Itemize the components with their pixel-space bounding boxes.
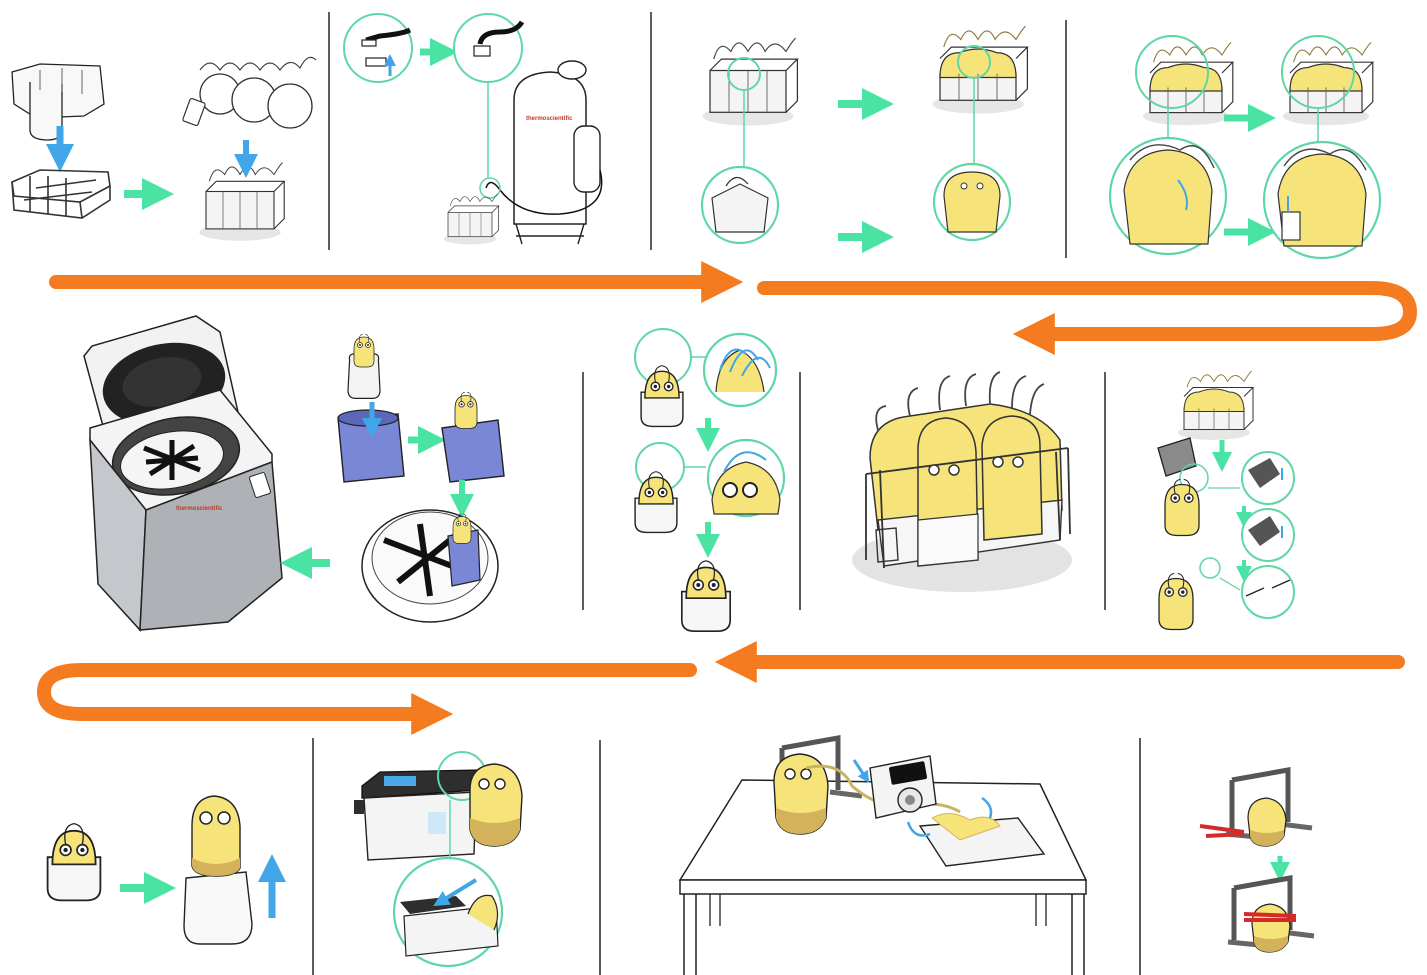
rack-with-bags-icon (444, 194, 499, 245)
bag-icon (1252, 904, 1290, 952)
panel-load-buckets-centrifuge: thermoscientific (84, 316, 504, 630)
heat-sealer-icon (1158, 438, 1196, 476)
panel-filled-bag-rack (852, 372, 1072, 592)
centrifuge-icon: thermoscientific (84, 316, 282, 630)
flow-arrow-row2-to-row3 (44, 670, 690, 714)
clamp-icon (1244, 914, 1296, 920)
rack-with-bags-icon (702, 38, 797, 125)
panel-fold-tubing (635, 329, 784, 631)
bag-icon (470, 764, 522, 846)
zoom-circle-icon (1200, 558, 1220, 578)
zoom-circle-icon (1242, 566, 1294, 618)
filled-bags-icon (1178, 371, 1253, 440)
panel-fill-bags (702, 26, 1027, 243)
panel-clamp-and-finish (1200, 770, 1314, 952)
bag-icon (184, 796, 252, 944)
rack-with-filled-bags-icon (932, 26, 1027, 113)
bag-icon (182, 57, 316, 128)
bag-icon (682, 561, 730, 631)
brand-label: thermoscientific (526, 116, 573, 122)
bioreactor-tank-icon: thermoscientific (514, 61, 600, 244)
zoom-circle-icon (344, 14, 412, 82)
panel-clamp-and-label (1110, 36, 1380, 258)
panel-seal-tubing (1158, 371, 1294, 630)
panel-pump-transfer (680, 738, 1086, 975)
rack-with-bags-icon (199, 163, 284, 241)
rack-with-filled-bags-icon (866, 372, 1070, 568)
flow-arrow-row1-to-row2 (764, 288, 1410, 334)
rotor-icon (362, 510, 498, 622)
panel-connect-to-bioreactor: thermoscientific (344, 14, 602, 244)
label-tag-icon (1282, 212, 1300, 240)
bucket-icon (442, 392, 504, 482)
bag-icon (1248, 798, 1286, 846)
rack-icon (12, 170, 110, 218)
filled-bags-icon (1283, 42, 1373, 125)
bag-icon (48, 824, 101, 901)
panel-transfer-to-cooler (354, 752, 522, 966)
brand-label: thermoscientific (176, 506, 223, 512)
bag-icon (1159, 573, 1193, 629)
bag-icon (1165, 479, 1199, 535)
zoom-circle-icon (480, 178, 500, 198)
filled-bags-icon (1143, 42, 1233, 125)
bag-icon (641, 366, 683, 427)
panel-bags-into-rack (12, 57, 316, 240)
cooler-box-icon (354, 770, 478, 860)
panel-remove-from-sleeve (48, 796, 272, 944)
clamp-icon (1200, 826, 1244, 836)
